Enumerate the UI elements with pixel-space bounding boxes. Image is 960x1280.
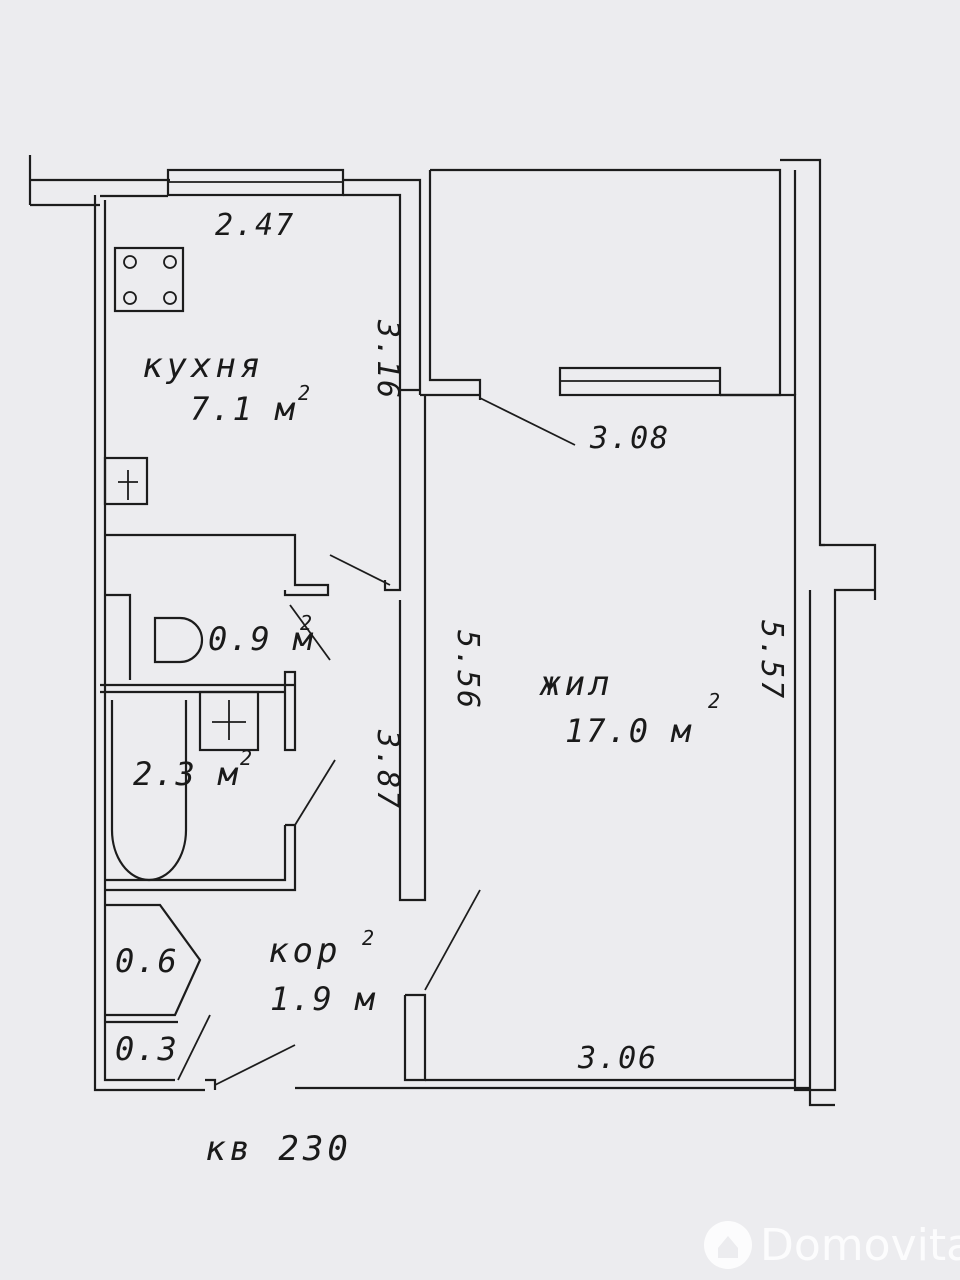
fixtures [103,246,260,882]
entrance-door-swing [214,1044,296,1086]
bathroom-area: 2.3 м [133,755,239,793]
kitchen-door-swing [329,554,391,586]
domovita-logo-icon [704,1221,752,1269]
corridor-area: 1.9 м [270,980,376,1018]
interior-walls [100,388,427,1082]
kitchen-name: кухня [142,346,264,386]
bathroom-area-sup: 2 [240,746,252,770]
door-swings [177,397,576,1081]
corridor-area-sup: 2 [362,926,374,950]
kitchen-width-dim: 2.47 [215,208,295,243]
bath-door-swing [294,759,336,826]
closet-door-swing [177,1014,211,1081]
exterior-walls [28,155,877,1107]
kitchen-sink-icon [103,456,149,506]
balcony-door-width-dim: 3.08 [589,421,670,456]
living-right-length-dim: 5.57 [754,620,789,700]
stove-icon [113,246,185,313]
living-door-swing [424,889,481,991]
corridor-name: кор [268,931,341,971]
apartment-label: кв 230 [205,1129,352,1169]
balcony-door-swing [479,397,576,446]
closet-2-area: 0.3 [115,1030,179,1068]
closet-1-area: 0.6 [115,942,179,980]
living-area-sup: 2 [708,689,720,713]
toilet-icon [153,616,204,664]
wc-door-swing [289,604,331,661]
living-name: жил [539,664,613,704]
bathtub-icon [110,700,188,882]
kitchen-area-sup: 2 [298,381,310,405]
bath-corridor-length-dim: 3.87 [370,729,405,810]
living-left-length-dim: 5.56 [450,630,485,710]
toilet-area-sup: 2 [300,611,312,635]
kitchen-length-dim: 3.16 [370,319,405,400]
living-bottom-width-dim: 3.06 [577,1041,658,1076]
watermark: Domovita [704,1220,960,1271]
living-area: 17.0 м [565,712,693,750]
toilet-area: 0.9 м [208,620,314,658]
washbasin-icon [198,690,260,752]
room-labels: 2.47 кухня 7.1 м 2 3.16 3.08 0.9 м 2 2.3… [115,208,789,1169]
watermark-text: Domovita [760,1220,960,1271]
kitchen-area: 7.1 м [190,390,296,428]
